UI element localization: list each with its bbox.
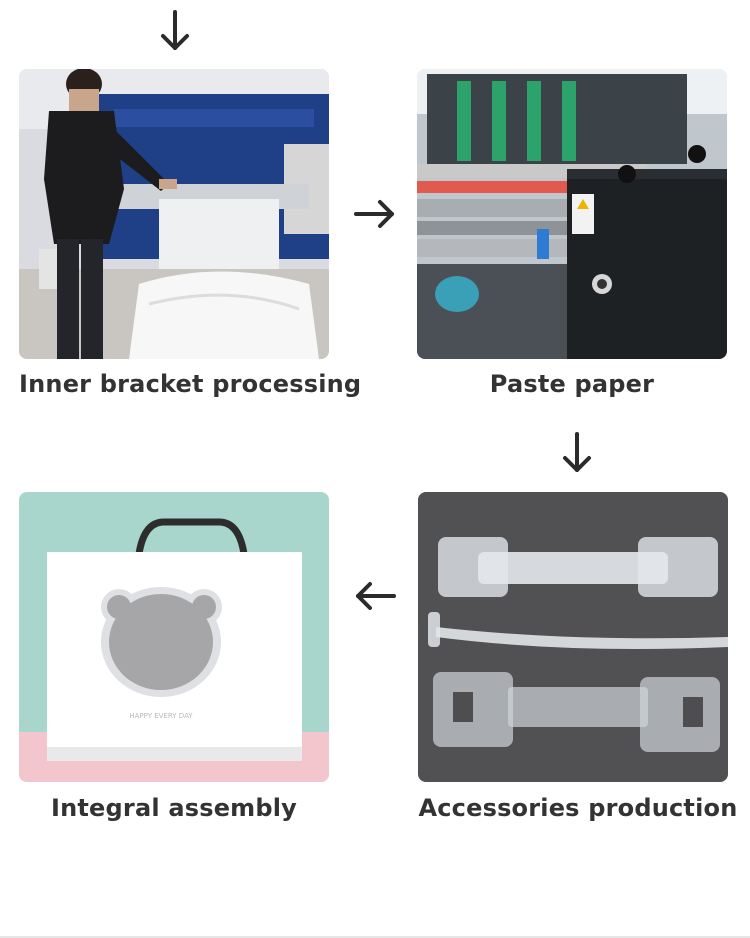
arrow-left-icon (354, 581, 396, 611)
step-label-paste-paper: Paste paper (489, 370, 655, 398)
step-label-accessories-production: Accessories production (418, 794, 738, 822)
paste-paper-photo (417, 69, 727, 359)
arrow-down-icon (562, 432, 592, 474)
integral-assembly-photo: HAPPY EVERY DAY (19, 492, 329, 782)
accessories-production-photo (418, 492, 728, 782)
box-print-text: HAPPY EVERY DAY (129, 712, 193, 720)
arrow-right-icon (354, 199, 396, 229)
arrow-down-icon (160, 10, 190, 52)
bottom-divider (0, 936, 750, 938)
step-label-inner-bracket-processing: Inner bracket processing (19, 370, 362, 398)
step-label-integral-assembly: Integral assembly (50, 794, 298, 822)
inner-bracket-processing-photo (19, 69, 329, 359)
